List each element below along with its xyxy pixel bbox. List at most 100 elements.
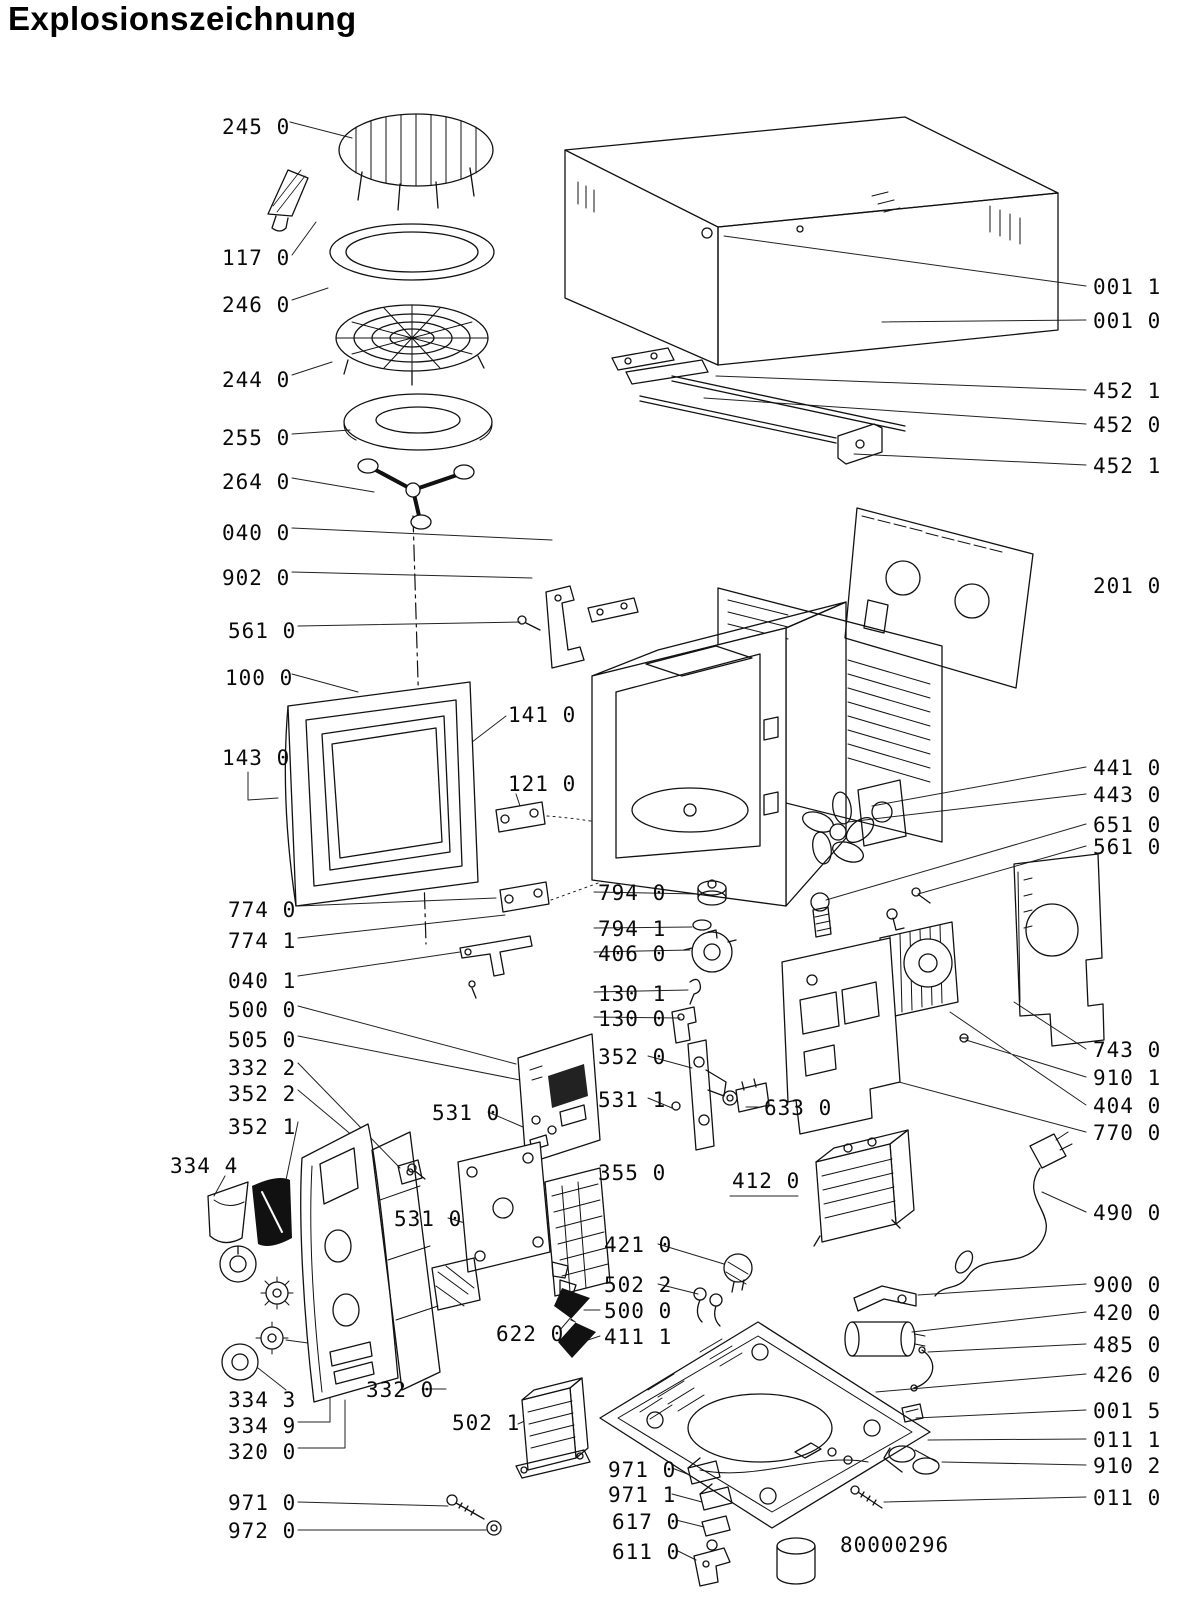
latch-plate-lower — [499, 881, 550, 913]
part-label-040-1-13: 040 1 — [228, 969, 297, 993]
part-label-334-4-19: 334 4 — [170, 1154, 239, 1178]
part-label-352-0-32: 352 0 — [598, 1045, 667, 1069]
part-label-130-0-31: 130 0 — [598, 1007, 667, 1031]
mounting-rails — [611, 347, 906, 465]
insulator-plate — [431, 1257, 481, 1311]
part-label-611-0-49: 611 0 — [612, 1540, 681, 1564]
part-label-001-5-69: 001 5 — [1093, 1399, 1162, 1423]
part-label-143-0-10: 143 0 — [222, 746, 291, 770]
rubber-foot — [776, 1537, 816, 1585]
control-pcb — [517, 1033, 601, 1165]
part-label-452-0-53: 452 0 — [1093, 413, 1162, 437]
panel-screw — [911, 887, 931, 904]
part-label-485-0-67: 485 0 — [1093, 1333, 1162, 1357]
oven-door — [284, 681, 479, 907]
part-label-561-0-8: 561 0 — [228, 619, 297, 643]
part-label-770-0-63: 770 0 — [1093, 1121, 1162, 1145]
knob-cone — [207, 1181, 249, 1244]
wiring-loom — [554, 1288, 596, 1358]
mounting-plate — [457, 1141, 551, 1273]
coupler-ring — [692, 919, 712, 931]
part-label-121-0-26: 121 0 — [508, 772, 577, 796]
latch-hooks — [551, 1261, 577, 1298]
hv-wire — [910, 1346, 934, 1392]
trim-wedge — [252, 1178, 292, 1246]
buzzer — [723, 1253, 753, 1293]
ht-transformer — [813, 1129, 915, 1247]
hv-capacitor — [844, 1321, 926, 1357]
part-label-426-0-68: 426 0 — [1093, 1363, 1162, 1387]
oven-lamp — [810, 892, 832, 938]
oven-cavity — [591, 601, 847, 907]
part-label-264-0-5: 264 0 — [222, 470, 291, 494]
base-plate — [599, 1321, 931, 1529]
plate-screw — [407, 1163, 426, 1180]
part-label-100-0-9: 100 0 — [225, 666, 294, 690]
glass-tray — [343, 393, 493, 451]
grill-trivet — [335, 304, 489, 386]
washer — [486, 1520, 502, 1536]
part-label-502-1-45: 502 1 — [452, 1411, 521, 1435]
rack-handle — [267, 169, 309, 232]
part-label-011-1-70: 011 1 — [1093, 1428, 1162, 1452]
low-voltage-transformer — [515, 1377, 591, 1479]
part-label-910-1-61: 910 1 — [1093, 1066, 1162, 1090]
panel-rear-frame — [371, 1131, 441, 1391]
part-label-452-1-52: 452 1 — [1093, 379, 1162, 403]
part-label-001-0-51: 001 0 — [1093, 309, 1162, 333]
terminal-block — [722, 1078, 770, 1113]
caster-roller — [883, 1445, 940, 1475]
part-label-443-0-57: 443 0 — [1093, 783, 1162, 807]
part-label-794-1-28: 794 1 — [598, 917, 667, 941]
part-label-332-2-16: 332 2 — [228, 1056, 297, 1080]
part-label-900-0-65: 900 0 — [1093, 1273, 1162, 1297]
part-label-001-1-50: 001 1 — [1093, 275, 1162, 299]
part-label-651-0-58: 651 0 — [1093, 813, 1162, 837]
part-label-352-2-17: 352 2 — [228, 1082, 297, 1106]
part-label-633-0-37: 633 0 — [764, 1096, 833, 1120]
outer-case-cover — [564, 116, 1059, 366]
wire-rack — [338, 113, 494, 211]
part-label-130-1-30: 130 1 — [598, 982, 667, 1006]
magnetron-screw — [959, 1033, 969, 1043]
air-guide-duct — [1013, 853, 1105, 1047]
part-label-421-0-39: 421 0 — [604, 1233, 673, 1257]
control-panel — [300, 1123, 399, 1403]
gear-washer-2 — [255, 1321, 289, 1355]
part-label-774-0-11: 774 0 — [228, 898, 297, 922]
latch-bracket-small — [671, 1006, 697, 1044]
gear-washer-1 — [260, 1276, 294, 1310]
part-label-334-9-21: 334 9 — [228, 1414, 297, 1438]
part-label-971-0-23: 971 0 — [228, 1491, 297, 1515]
part-label-117-0-1: 117 0 — [222, 246, 291, 270]
document-number: 80000296 — [840, 1533, 950, 1557]
interlock-switches — [687, 1457, 733, 1587]
part-label-441-0-56: 441 0 — [1093, 756, 1162, 780]
panel-clip — [397, 1159, 423, 1185]
part-label-406-0-29: 406 0 — [598, 942, 667, 966]
knob-2 — [221, 1343, 259, 1381]
page-title: Explosionszeichnung — [8, 0, 357, 37]
hinge-bracket — [545, 585, 639, 669]
part-label-531-0-38: 531 0 — [394, 1207, 463, 1231]
turntable-motor — [683, 929, 737, 973]
long-screw — [446, 1494, 485, 1520]
part-label-743-0-60: 743 0 — [1093, 1038, 1162, 1062]
part-label-971-1-47: 971 1 — [608, 1483, 677, 1507]
part-label-352-1-18: 352 1 — [228, 1115, 297, 1139]
part-label-500-0-41: 500 0 — [604, 1299, 673, 1323]
part-label-910-2-71: 910 2 — [1093, 1454, 1162, 1478]
part-label-011-0-72: 011 0 — [1093, 1486, 1162, 1510]
part-label-141-0-25: 141 0 — [508, 703, 577, 727]
part-label-201-0-55: 201 0 — [1093, 574, 1162, 598]
motor-coupler — [697, 879, 727, 906]
knob-1 — [219, 1245, 257, 1283]
part-label-332-0-44: 332 0 — [366, 1378, 435, 1402]
part-label-255-0-4: 255 0 — [222, 426, 291, 450]
part-label-794-0-27: 794 0 — [598, 881, 667, 905]
part-label-561-0-59: 561 0 — [1093, 835, 1162, 859]
hinge-screw — [517, 615, 541, 631]
part-label-774-1-12: 774 1 — [228, 929, 297, 953]
